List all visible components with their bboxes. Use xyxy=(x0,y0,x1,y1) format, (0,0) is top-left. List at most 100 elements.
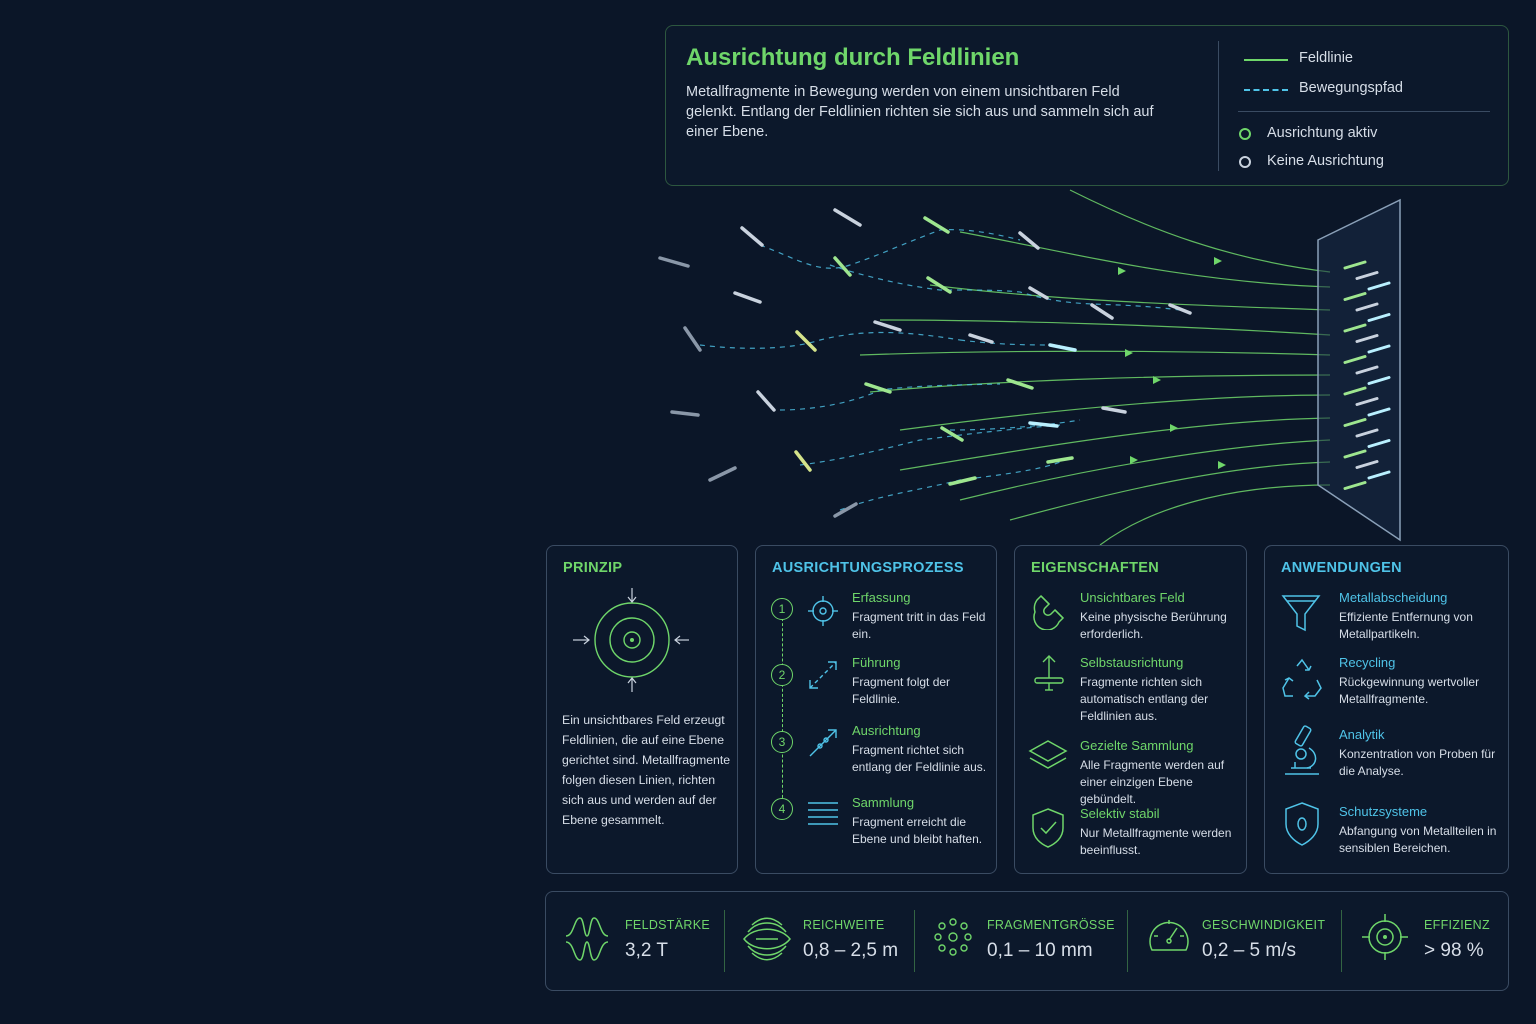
shield-check-icon xyxy=(1032,808,1064,848)
stat-divider xyxy=(1341,910,1342,972)
layers-icon xyxy=(1028,740,1068,769)
step-text: Fragment richtet sich entlang der Feldli… xyxy=(852,743,987,774)
collected-fragment xyxy=(1367,376,1391,385)
step-text: Fragment folgt der Feldlinie. xyxy=(852,675,951,706)
stat-divider xyxy=(724,910,725,972)
principle-card: PRINZIP Ein unsichtbares Feld erzeugt Fe… xyxy=(546,545,738,874)
collected-fragment xyxy=(1355,334,1379,343)
collected-fragment xyxy=(1343,323,1367,333)
diagonal-arrow-icon xyxy=(809,661,837,689)
metal-fragment xyxy=(756,390,776,412)
alignment-active-icon xyxy=(1239,128,1251,140)
stat-value: 0,2 – 5 m/s xyxy=(1202,940,1296,961)
collected-fragment xyxy=(1367,281,1391,291)
field-strength-icon xyxy=(565,917,609,961)
metal-fragment xyxy=(948,476,977,486)
principle-title: PRINZIP xyxy=(563,560,623,576)
stat-label: REICHWEITE xyxy=(803,918,885,932)
process-title: AUSRICHTUNGSPROZESS xyxy=(772,560,964,576)
property-title: Selektiv stabil xyxy=(1080,806,1160,821)
metal-fragment xyxy=(873,320,902,332)
magnet-icon xyxy=(1033,594,1065,630)
metal-fragments xyxy=(658,208,1192,518)
step-number: 1 xyxy=(771,598,793,620)
no-alignment-icon xyxy=(1239,156,1251,168)
collected-fragment xyxy=(1367,470,1391,480)
metal-fragment xyxy=(833,208,862,227)
step-title: Erfassung xyxy=(852,590,911,605)
metal-fragment xyxy=(733,291,762,304)
metal-fragment xyxy=(1168,303,1192,315)
metal-fragment xyxy=(968,333,994,344)
collected-fragment xyxy=(1367,439,1391,448)
stat-label: EFFIZIENZ xyxy=(1424,918,1490,932)
property-text: Fragmente richten sich automatisch entla… xyxy=(1080,675,1209,723)
step-text: Fragment erreicht die Ebene und bleibt h… xyxy=(852,815,983,846)
application-text: Effiziente Entfernung von Metallpartikel… xyxy=(1339,610,1473,641)
stat-label: FRAGMENTGRÖSSE xyxy=(987,918,1115,932)
property-text: Alle Fragmente werden auf einer einzigen… xyxy=(1080,758,1225,806)
recycle-icon xyxy=(1282,658,1322,700)
collected-fragment xyxy=(1343,260,1367,270)
properties-title: EIGENSCHAFTEN xyxy=(1031,560,1159,576)
metal-fragment xyxy=(1090,303,1114,320)
legend-field-line: Feldlinie xyxy=(1299,50,1353,66)
properties-card: EIGENSCHAFTEN Unsichtbares Feld Keine ph… xyxy=(1014,545,1247,874)
field-lines xyxy=(859,189,1331,545)
legend-motion-path: Bewegungspfad xyxy=(1299,80,1403,96)
metal-fragment xyxy=(864,382,892,394)
legend-no-alignment: Keine Ausrichtung xyxy=(1267,153,1384,169)
range-icon xyxy=(743,917,791,961)
stat-label: FELDSTÄRKE xyxy=(625,918,710,932)
application-text: Konzentration von Proben für die Analyse… xyxy=(1339,747,1496,778)
property-title: Selbstausrichtung xyxy=(1080,655,1184,670)
crosshair-icon xyxy=(808,596,838,626)
collected-fragment xyxy=(1355,397,1379,406)
application-text: Rückgewinnung wertvoller Metallfragmente… xyxy=(1339,675,1480,706)
metal-fragment xyxy=(794,450,812,472)
collected-fragment xyxy=(1355,271,1379,280)
metal-fragment xyxy=(1006,378,1034,390)
metal-fragment xyxy=(940,426,964,442)
legend-divider xyxy=(1218,41,1219,171)
property-text: Keine physische Berührung erforderlich. xyxy=(1080,610,1227,641)
step-title: Führung xyxy=(852,655,901,670)
stack-lines-icon xyxy=(808,802,838,825)
microscope-icon xyxy=(1285,725,1319,775)
motion-path-legend-icon xyxy=(1244,89,1288,91)
process-card: AUSRICHTUNGSPROZESS 1 Erfassung Fragment… xyxy=(755,545,997,874)
application-title: Metallabscheidung xyxy=(1339,590,1448,605)
metal-fragment xyxy=(1101,406,1127,414)
funnel-icon xyxy=(1281,595,1321,632)
collected-fragment xyxy=(1355,460,1379,469)
metal-fragment xyxy=(795,330,817,352)
application-title: Recycling xyxy=(1339,655,1396,670)
step-number: 2 xyxy=(771,664,793,686)
metal-fragment xyxy=(740,226,764,247)
collected-fragment xyxy=(1343,292,1367,301)
metal-fragment xyxy=(833,502,858,518)
collected-fragment xyxy=(1343,481,1367,490)
metal-fragment xyxy=(923,216,950,234)
metal-fragment xyxy=(658,256,690,268)
collected-fragment xyxy=(1355,365,1379,375)
shield-icon xyxy=(1285,802,1319,846)
collected-fragment xyxy=(1343,449,1367,459)
metal-fragment xyxy=(1028,286,1049,300)
step-title: Sammlung xyxy=(852,795,915,810)
metal-fragment xyxy=(1048,343,1077,352)
particles-icon xyxy=(934,918,972,956)
stat-value: 0,8 – 2,5 m xyxy=(803,940,899,961)
collected-fragment xyxy=(1367,313,1391,322)
process-timeline xyxy=(782,608,783,813)
collected-fragment xyxy=(1343,355,1367,364)
collected-fragment xyxy=(1355,302,1379,312)
metal-fragment xyxy=(683,326,702,352)
collected-fragment xyxy=(1367,407,1391,417)
target-field-icon xyxy=(573,588,689,692)
stat-divider xyxy=(1127,910,1128,972)
metal-fragment xyxy=(1018,231,1040,250)
metal-fragment xyxy=(1028,421,1059,428)
principle-text: Ein unsichtbares Feld erzeugt Feldlinien… xyxy=(562,713,731,827)
application-title: Schutzsysteme xyxy=(1339,804,1428,819)
